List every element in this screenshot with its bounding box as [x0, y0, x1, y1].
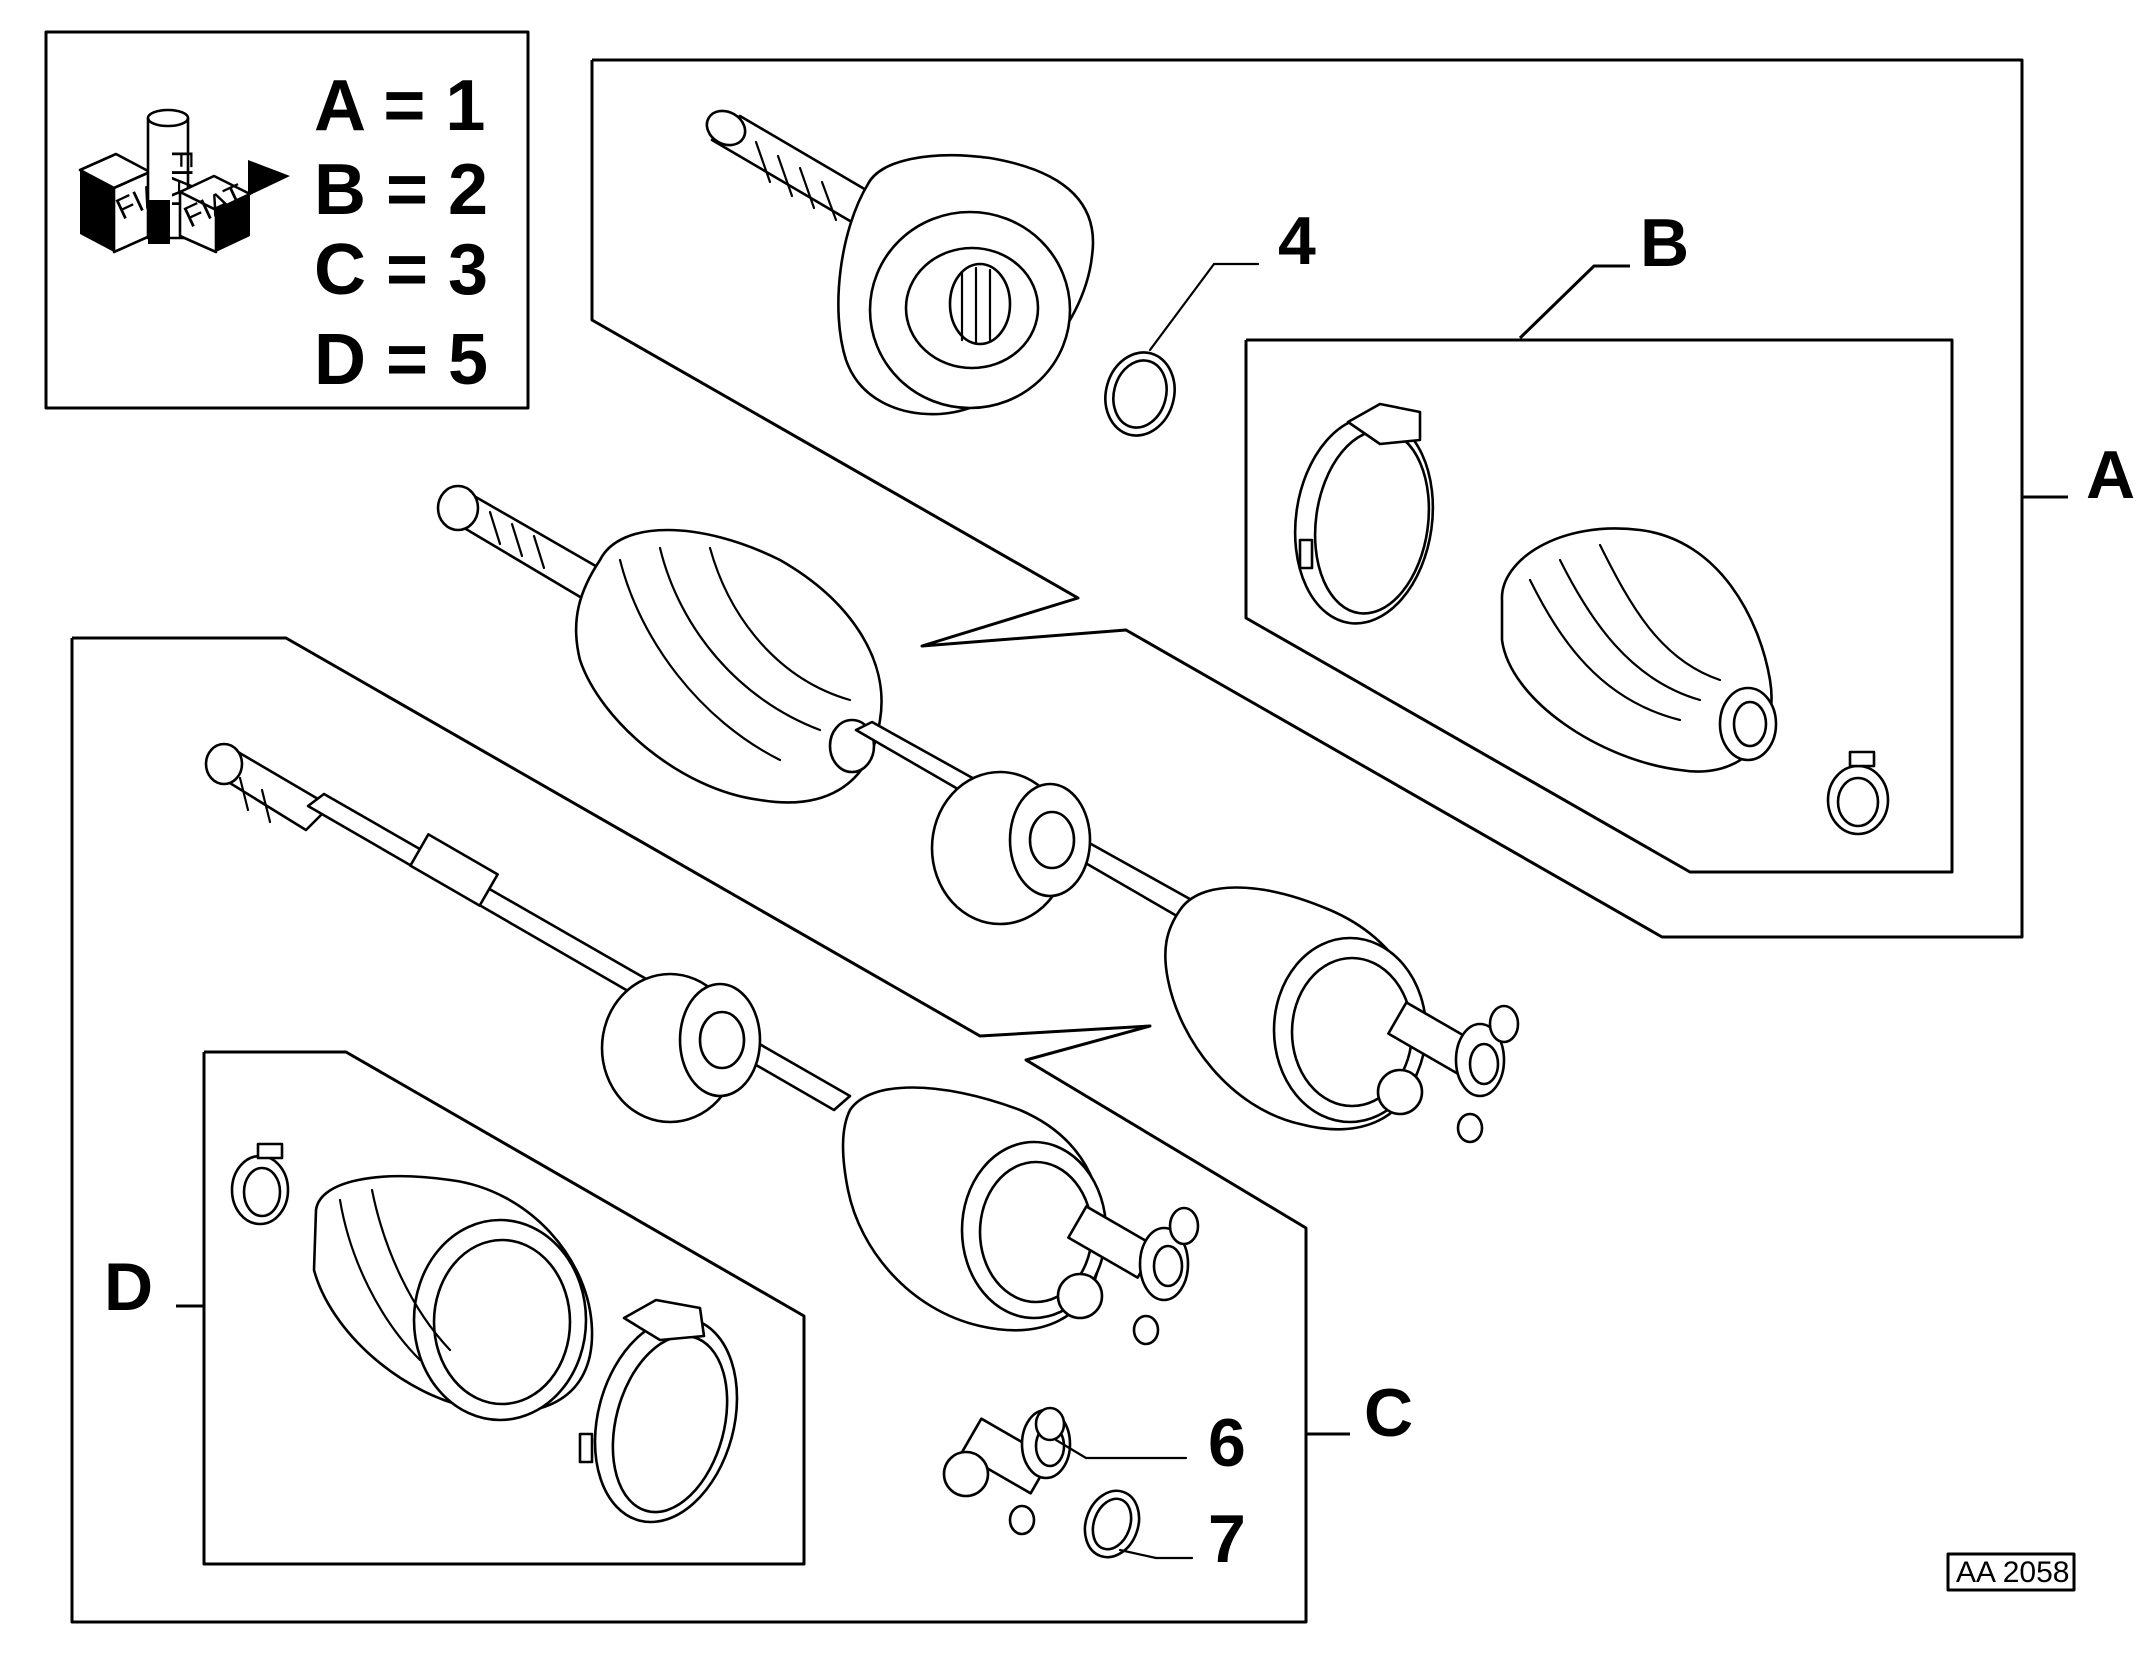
part-label-6: 6: [1208, 1405, 1246, 1481]
circlip-part-4: [1104, 262, 1260, 437]
fiat-parts-logo-icon: FIAT FIAT FIAT: [78, 108, 290, 254]
reference-code: AA 2058: [1956, 1556, 2069, 1589]
group-label-c: C: [1364, 1375, 1413, 1451]
group-c-frame: [70, 636, 1350, 1624]
cv-boot-b: [1500, 527, 1778, 773]
circlip-part-7: [1083, 1489, 1194, 1560]
part-label-4: 4: [1278, 203, 1316, 279]
legend-row-b: B = 2: [314, 150, 488, 230]
tripod-joint-part-6: [942, 1406, 1188, 1536]
boot-clamp-small-d: [230, 1142, 290, 1226]
cv-boot-d: [312, 1174, 594, 1422]
group-a-frame: [590, 58, 2068, 939]
legend-row-c: C = 3: [314, 230, 488, 310]
group-b-frame: [1244, 264, 1954, 874]
legend-box: FIAT FIAT FIAT A = 1 B = 2 C = 3 D = 5: [44, 30, 530, 410]
outer-cv-joint: [705, 109, 1095, 416]
driveshaft-upper: [436, 484, 1520, 1144]
group-d-frame: [176, 1050, 806, 1566]
group-label-a: A: [2086, 437, 2135, 513]
reference-code-box: AA 2058: [1946, 1552, 2076, 1592]
boot-clamp-large-d: [578, 1298, 739, 1524]
legend-row-d: D = 5: [314, 320, 488, 400]
group-label-d: D: [104, 1249, 153, 1325]
boot-clamp-small-b: [1826, 750, 1890, 836]
group-label-b: B: [1640, 205, 1689, 281]
part-label-7: 7: [1208, 1501, 1246, 1577]
legend-row-a: A = 1: [314, 66, 485, 146]
boot-clamp-large-b: [1293, 402, 1435, 625]
driveshaft-lower: [204, 742, 1200, 1346]
